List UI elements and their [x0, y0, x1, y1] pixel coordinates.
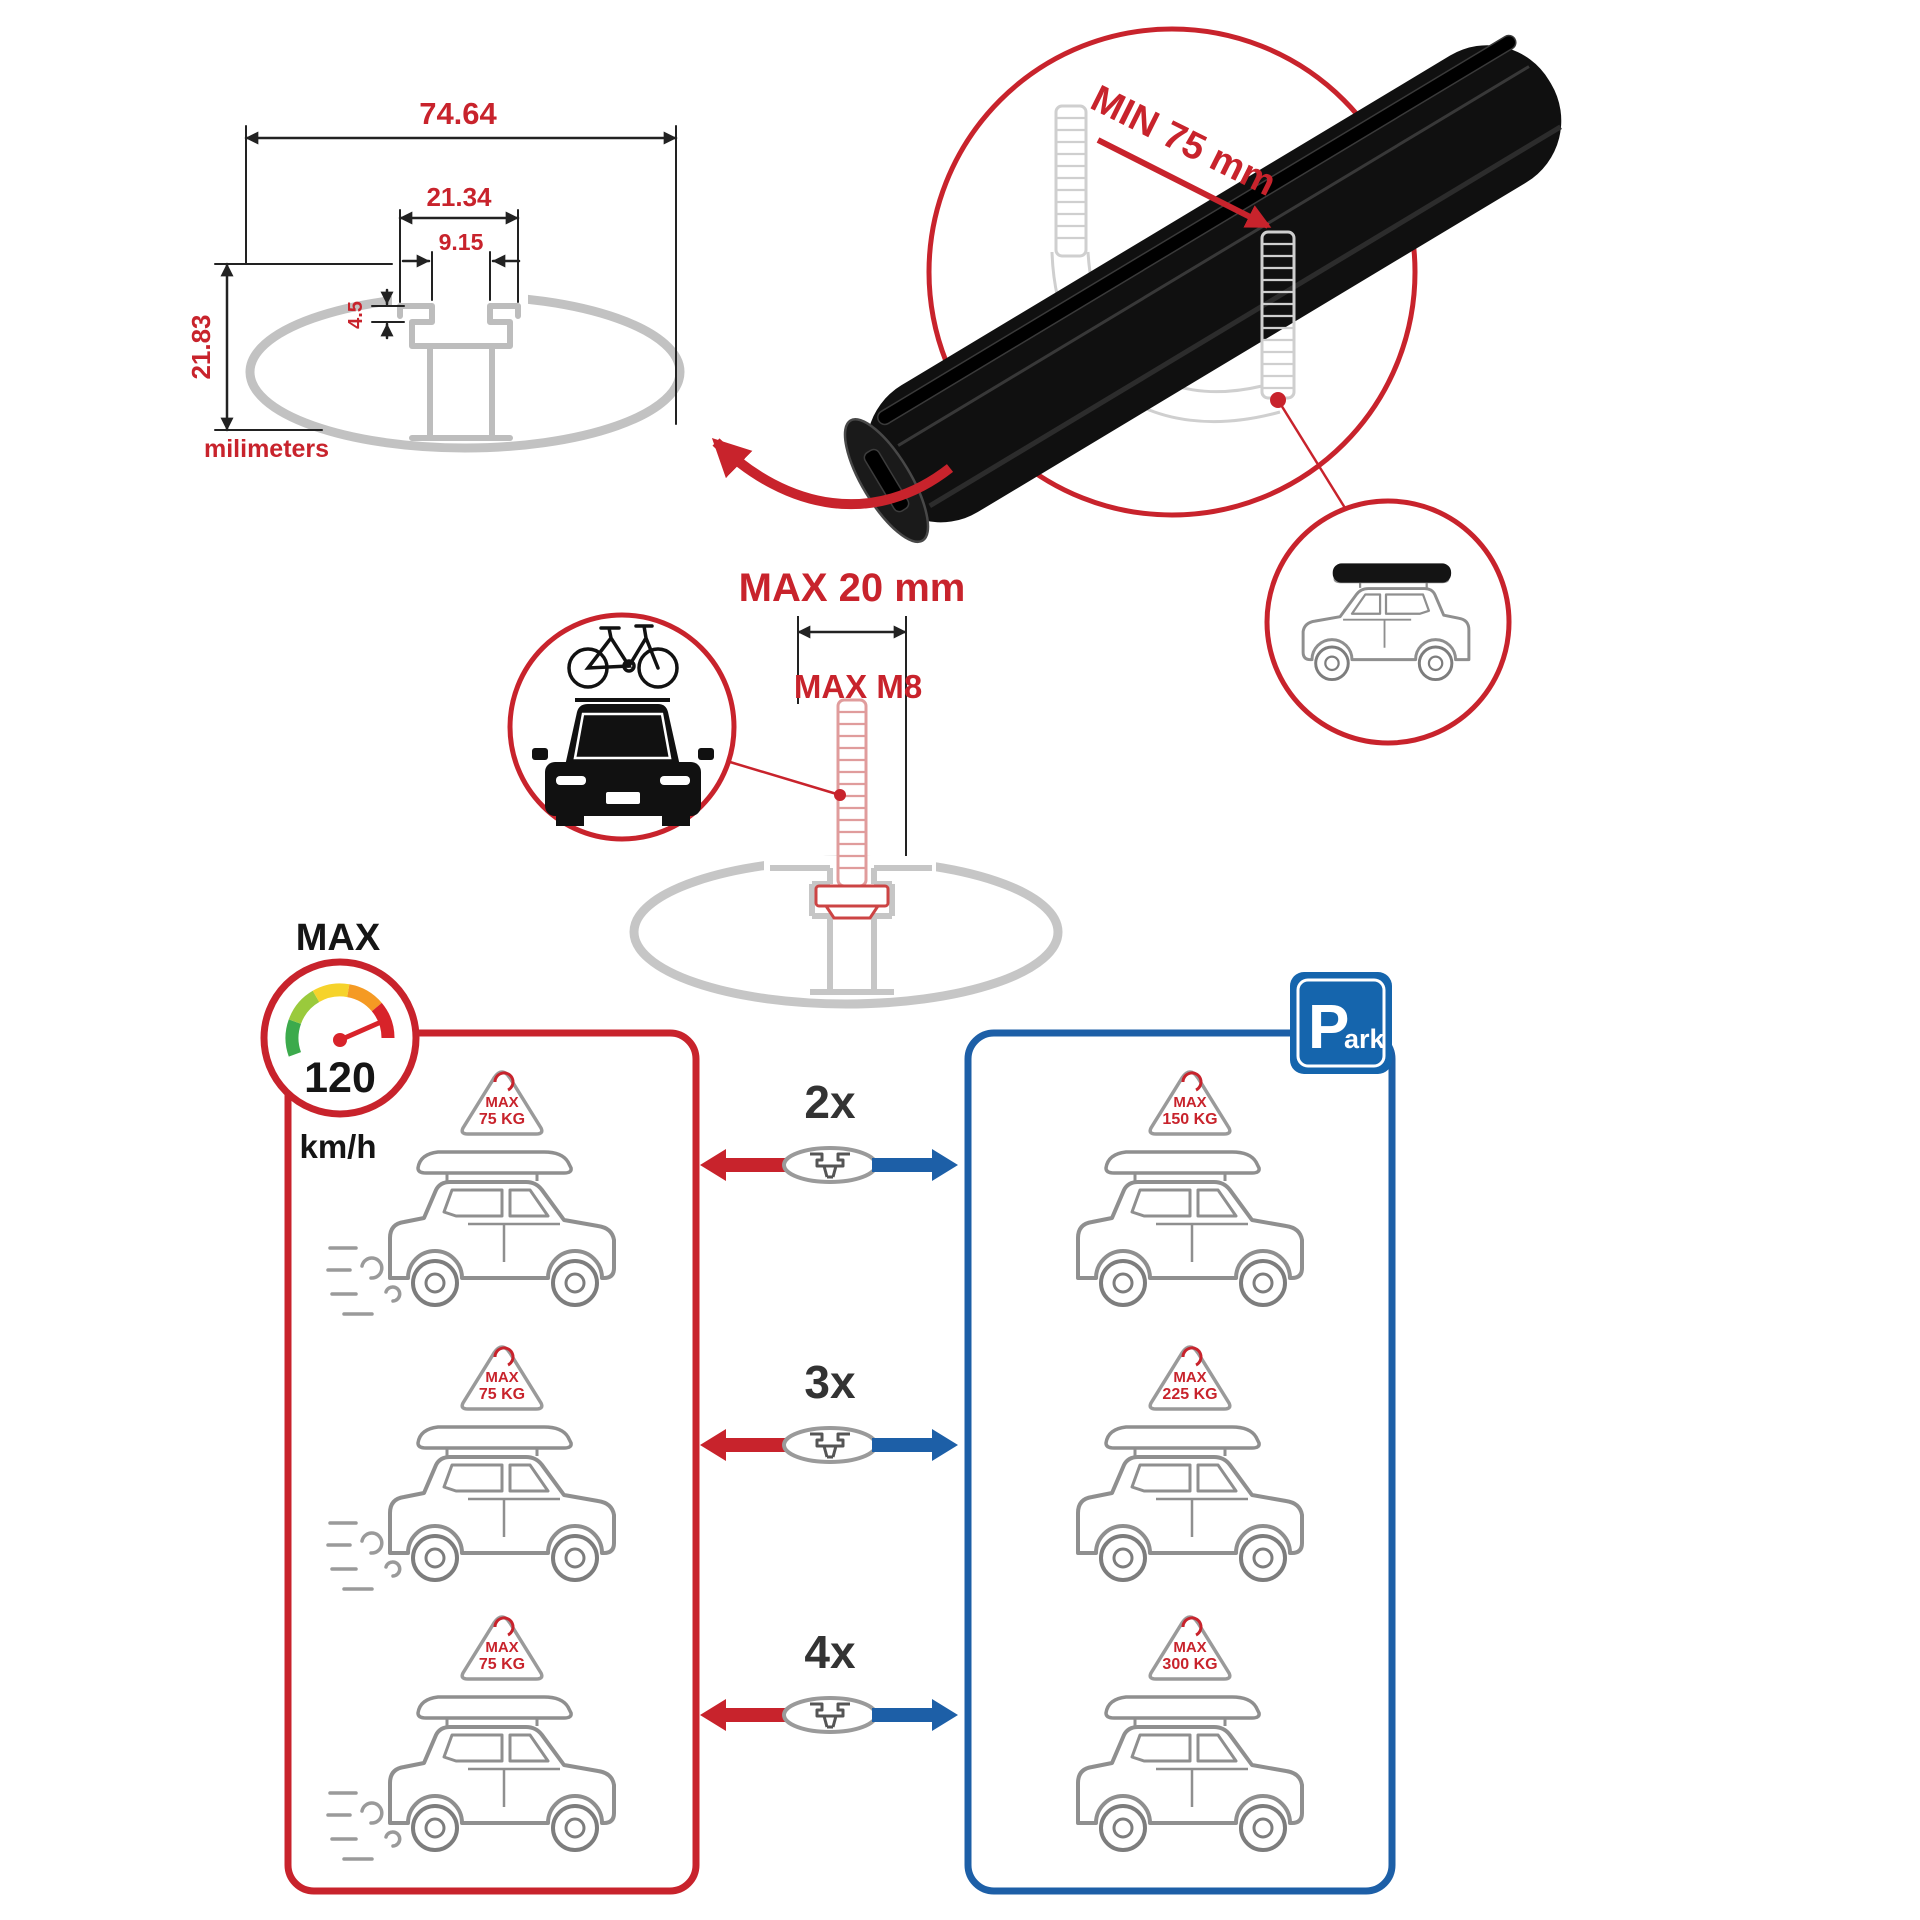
multiplier-label-3x: 3x [804, 1356, 856, 1408]
park-sign: P ark [1290, 972, 1392, 1074]
gauge-value: 120 [304, 1054, 376, 1102]
left-arrow [700, 1149, 788, 1181]
load-value: 75 KG [479, 1111, 525, 1128]
load-max-label: MAX [1173, 1369, 1206, 1386]
unit-label: milimeters [204, 435, 329, 463]
dynamic-car-row-3: MAX 75 KG [326, 1615, 616, 1861]
suv-with-roofbox [1301, 563, 1471, 682]
dynamic-car-row-2: MAX 75 KG [326, 1345, 616, 1591]
bolt-callout-dot [834, 789, 846, 801]
gauge-unit: km/h [299, 1128, 376, 1165]
load-max-label: MAX [485, 1639, 518, 1656]
gauge-needle [337, 1019, 384, 1043]
load-value: 150 KG [1162, 1111, 1217, 1128]
min-span-arrow [1096, 137, 1272, 229]
dim-lip-height: 4.5 [345, 301, 367, 329]
bike-car-circle [507, 612, 846, 842]
static-car-row-3: MAX 300 KG [1076, 1615, 1304, 1852]
max-width-label: MAX 20 mm [739, 566, 966, 610]
multiplier-column: 2x 3x 4x [700, 1076, 958, 1734]
park-sign-border [1296, 978, 1386, 1068]
multiplier-label-2x: 2x [804, 1076, 856, 1128]
multiplier-label-4x: 4x [804, 1626, 856, 1678]
tbolt-detail: MAX 20 mm MAX M8 [629, 566, 1063, 1009]
crossbar-profile-icon [782, 1146, 878, 1184]
load-max-label: MAX [485, 1094, 518, 1111]
tbolt-head [814, 884, 890, 920]
dim-total-width: 74.64 [419, 96, 497, 131]
load-max-label: MAX [1173, 1639, 1206, 1656]
load-value: 75 KG [479, 1656, 525, 1673]
dim-slot-width: 9.15 [439, 229, 484, 255]
right-arrow [872, 1699, 958, 1731]
right-arrow [872, 1149, 958, 1181]
dim-mid-width: 21.34 [426, 182, 492, 212]
crossbar-profile-icon [782, 1696, 878, 1734]
static-car-row-1: MAX 150 KG [1076, 1070, 1304, 1307]
callout-line [1276, 399, 1347, 509]
load-max-label: MAX [485, 1369, 518, 1386]
speed-limit-gauge: MAX 120 km/h [260, 917, 420, 1165]
right-arrow [872, 1429, 958, 1461]
load-value: 300 KG [1162, 1656, 1217, 1673]
park-sign-suffix: ark [1344, 1024, 1386, 1054]
gauge-hub [333, 1033, 347, 1047]
dynamic-car-row-1: MAX 75 KG [326, 1070, 616, 1316]
car-front-silhouette [532, 698, 714, 826]
bicycle-icon [567, 624, 679, 689]
gauge-arcs [285, 983, 395, 1057]
load-value: 225 KG [1162, 1386, 1217, 1403]
bolt-callout-line [729, 760, 841, 797]
left-arrow [700, 1699, 788, 1731]
load-max-label: MAX [1173, 1094, 1206, 1111]
cross-section-diagram: 74.64 21.34 9.15 4.5 21.83 milimeters [186, 96, 685, 463]
load-value: 75 KG [479, 1386, 525, 1403]
crossbar-clamp-detail: MIN 75 mm [843, 26, 1562, 544]
crossbar-profile-icon [782, 1426, 878, 1464]
park-sign-plate [1290, 972, 1392, 1074]
tslot-profile [397, 303, 521, 441]
static-car-row-2: MAX 225 KG [1076, 1345, 1304, 1582]
park-sign-letter: P [1308, 993, 1349, 1062]
pointer-arrow [711, 438, 954, 510]
dim-height: 21.83 [186, 314, 216, 379]
crossbar-render [843, 34, 1562, 544]
roofbox-vehicle-circle [1264, 498, 1512, 746]
left-arrow [700, 1429, 788, 1461]
gauge-max-label: MAX [296, 917, 381, 959]
